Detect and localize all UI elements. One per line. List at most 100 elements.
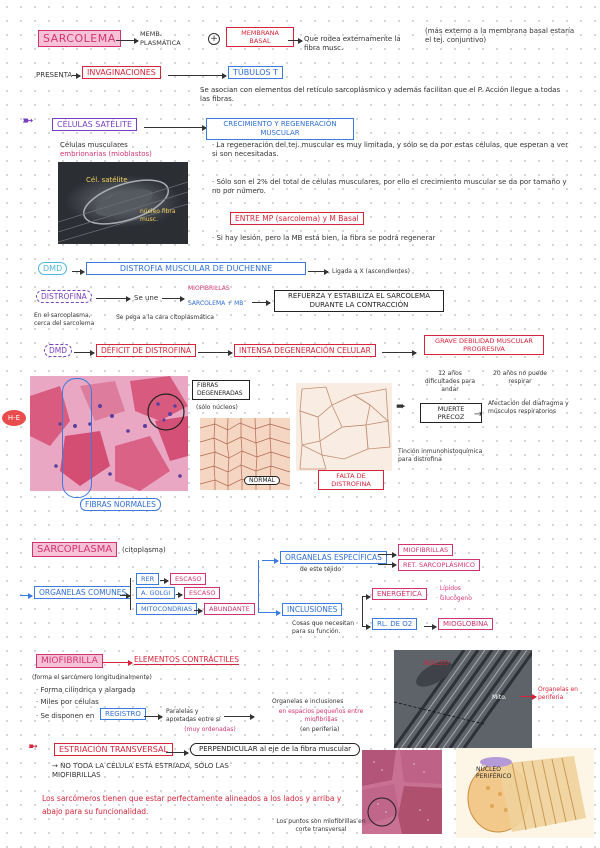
rer-box: RER	[136, 573, 160, 585]
arrow	[262, 557, 279, 564]
arrow	[20, 592, 33, 599]
distrofina-label: DISTROFINA	[36, 290, 92, 303]
arrow	[224, 713, 255, 720]
arrow	[424, 623, 437, 630]
satelite-bullet-1: · La regeneración del tej. muscular es m…	[212, 141, 569, 158]
organelas-especificas-box: ORGANELAS ESPECÍFICAS	[280, 551, 387, 564]
miofibrilla-title: MIOFIBRILLA	[36, 654, 103, 668]
arrow	[382, 349, 417, 356]
satelite-em-photo: Cél. satélite núcleo fibra musc.	[58, 162, 188, 244]
em-striation-texture	[394, 650, 532, 748]
tincion-note: Tinción inmunohistoquímica para distrofi…	[398, 448, 483, 463]
musculares-text: Células musculares	[60, 141, 128, 149]
escaso-box-1: ESCASO	[170, 573, 207, 585]
presenta-label: PRESENTA	[36, 71, 73, 79]
arrow	[288, 37, 303, 44]
mito-label: Mito.	[492, 694, 507, 701]
estriacion-box: ESTRIACIÓN TRANSVERSAL	[54, 743, 173, 756]
sarcomeros-note: Los sarcómeros tienen que estar perfecta…	[42, 794, 342, 816]
entre-box: ENTRE MP (sarcolema) y M Basal	[230, 212, 364, 225]
edad-20: 20 años no puede respirar	[493, 370, 547, 385]
cross-section-texture	[362, 750, 442, 834]
forma-item: · Forma cilíndrica y alargada	[36, 686, 136, 694]
satelite-bullet-2: · Sólo son el 2% del total de células mu…	[212, 178, 567, 195]
arrow	[520, 693, 537, 700]
arrow	[362, 623, 371, 630]
puntos-note: Los puntos son miofibrillas en corte tra…	[276, 818, 366, 833]
arrow	[362, 593, 371, 600]
tubulos-note: Se asocian con elementos del retículo sa…	[200, 86, 561, 103]
escaso-box-2: ESCASO	[184, 587, 221, 599]
organelas-periferia-note: Organelas en periferia	[538, 686, 578, 701]
arrow	[166, 749, 189, 756]
ligado-x-note: Ligada a X (ascendientes)	[332, 268, 410, 275]
falta-distrofina-box: FALTA DE DISTROFINA	[318, 470, 384, 490]
histology-texture	[30, 376, 188, 491]
elementos-label: ELEMENTOS CONTRÁCTILES	[134, 655, 240, 665]
se-pega-note: Se pega a la cara citoplasmática	[116, 314, 214, 321]
arrow	[74, 349, 95, 356]
arrow	[258, 609, 281, 616]
arrow	[102, 659, 133, 666]
en-sarcoplasma-note: En el sarcoplasma, cerca del sarcolema	[34, 312, 95, 327]
paralelas-note: Paralelas y apretadas entre sí	[166, 708, 221, 723]
muy-ordenadas: (muy ordenadas)	[184, 726, 236, 733]
miles-item: · Miles por células	[36, 698, 99, 706]
arrow-icon: ➼	[22, 113, 34, 129]
invaginaciones-box: INVAGINACIONES	[82, 66, 161, 79]
arrow-icon: ➼	[28, 739, 39, 753]
afectacion-note: Afectación del diafragma y músculos resp…	[488, 400, 569, 415]
miofibrillas-box: MIOFIBRILLAS	[398, 544, 454, 556]
arrow	[378, 561, 397, 568]
de-este-tejido: de este tejido	[300, 566, 342, 573]
arrow-icon: ➨	[396, 399, 407, 413]
arrow	[378, 551, 397, 558]
periferia-note: (en periferia)	[300, 726, 340, 733]
normal-label: NORMAL	[244, 476, 281, 485]
dmd-tag: DMD	[38, 262, 68, 275]
crecimiento-box: CRECIMIENTO Y REGENERACIÓN MUSCULAR	[206, 118, 354, 140]
dystrophin-stain-photo	[296, 383, 392, 471]
arrow	[72, 72, 81, 79]
arrow	[120, 592, 131, 599]
fibra-3d-illustration: NÚCLEO PERIFÉRICO	[456, 748, 594, 838]
arrow	[252, 299, 271, 306]
forma-nota: (forma el sarcómero longitudinalmente)	[32, 674, 152, 681]
rodea-note: Que rodea externamente la fibra musc.	[304, 35, 401, 52]
embrionarias-text: embrionarias (mioblastos)	[60, 150, 152, 158]
dmd-tag-2: DMD	[44, 344, 73, 357]
organelas-comunes-box: ORGANELAS COMUNES	[34, 586, 132, 599]
inclusiones-box: INCLUSIONES	[282, 603, 343, 616]
miofibrilla-em-photo: NÚCLEO Mito.	[394, 650, 532, 748]
satelite-bullet-3: · Si hay lesión, pero la MB está bien, l…	[212, 234, 436, 242]
registro-box: REGISTRO	[100, 708, 146, 720]
sarcoplasma-title: SARCOPLASMA	[32, 542, 118, 557]
solo-nucleos: (sólo núcleos)	[196, 404, 238, 411]
membrana-basal-box: MEMBRANA BASAL	[226, 27, 294, 47]
mioglobina-box: MIOGLOBINA	[438, 618, 494, 630]
nucleo-periferico-label: NÚCLEO PERIFÉRICO	[476, 766, 512, 780]
muerte-box: MUERTE PRECOZ	[420, 403, 482, 423]
arrow	[72, 268, 85, 275]
arrow	[144, 124, 207, 131]
miofibrillas-text: MIOFIBRILLAS	[188, 285, 230, 292]
grave-box: GRAVE DEBILIDAD MUSCULAR PROGRESIVA	[424, 335, 544, 355]
photo-label-cel-satelite: Cél. satélite	[86, 176, 128, 184]
he-badge: H-E	[2, 410, 26, 426]
organelas-inclusiones: Organelas e inclusiones	[272, 698, 344, 705]
bracket-line	[258, 560, 259, 612]
rl-o2-box: RL. DE O2	[372, 618, 418, 630]
celulas-satelite-title: CÉLULAS SATÉLITE	[52, 118, 138, 131]
arrow	[162, 295, 185, 302]
fibras-normales-outline	[62, 378, 92, 498]
memb-plasmatica: MEMB. PLASMÁTICA	[140, 30, 181, 47]
normal-stain-photo: NORMAL	[200, 418, 290, 490]
bracket-line	[130, 578, 131, 610]
disponen-item: · Se disponen en	[36, 712, 95, 720]
nucleo-label: NÚCLEO	[424, 660, 449, 667]
se-une: Se une	[134, 294, 159, 302]
em-texture	[58, 179, 188, 243]
perpendicular-box: PERPENDICULAR al eje de la fibra muscula…	[190, 743, 360, 756]
edad-12: 12 años dificultades para andar	[424, 370, 476, 393]
cosas-note: Cosas que necesitan para su función.	[292, 620, 355, 635]
